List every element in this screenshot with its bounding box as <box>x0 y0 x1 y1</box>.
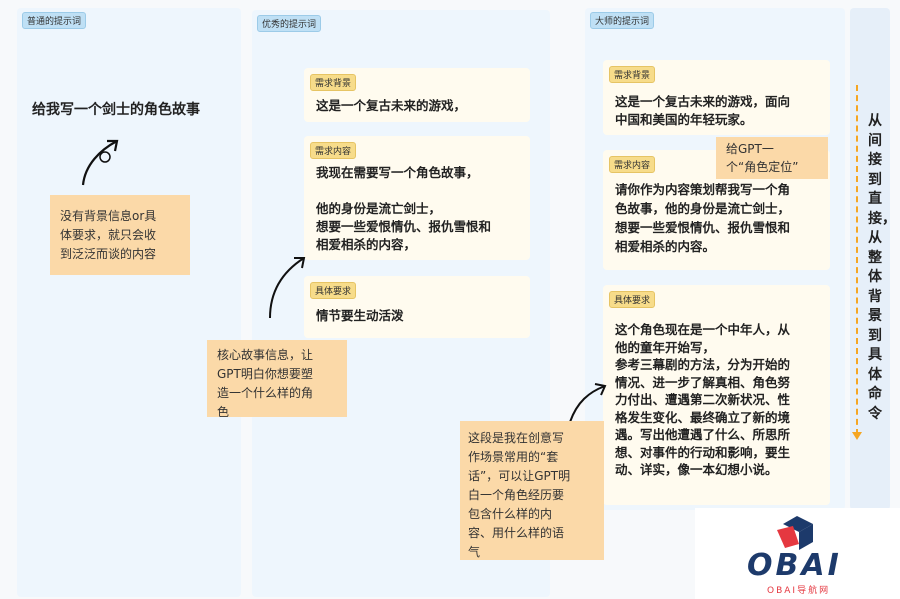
logo-sub: OBAI导航网 <box>767 586 831 596</box>
column-label: 普通的提示词 <box>22 12 87 29</box>
card-content: 需求内容请你作为内容策划帮我写一个角 色故事，他的身份是流亡剑士， 想要一些爱恨… <box>603 150 830 270</box>
direction-label: 从间接到直接，从整体背景到具体命令 <box>868 113 896 422</box>
card-requirement: 具体要求情节要生动活泼 <box>304 276 530 338</box>
card-text: 这是一个复古未来的游戏，面向 中国和美国的年轻玩家。 <box>615 94 791 127</box>
arrow-down-icon <box>852 432 862 440</box>
dashed-arrow <box>856 85 858 435</box>
arrow-icon <box>81 139 119 186</box>
card-text: 这个角色现在是一个中年人，从 他的童年开始写， 参考三幕剧的方法，分为开始的 情… <box>615 322 791 477</box>
card-tag: 需求内容 <box>609 156 656 173</box>
card-text: 我现在需要写一个角色故事， 他的身份是流亡剑士， 想要一些爱恨情仇、报仇雪恨和 … <box>316 165 492 252</box>
card-background: 需求背景这是一个复古未来的游戏， <box>304 68 530 122</box>
annotation-note: 没有背景信息or具 体要求，就只会收 到泛泛而谈的内容 <box>50 195 190 275</box>
card-text: 情节要生动活泼 <box>316 308 404 323</box>
card-tag: 具体要求 <box>310 282 357 299</box>
card-text: 请你作为内容策划帮我写一个角 色故事，他的身份是流亡剑士， 想要一些爱恨情仇、报… <box>615 182 791 254</box>
card-tag: 具体要求 <box>609 291 656 308</box>
card-tag: 需求背景 <box>310 74 357 91</box>
annotation-note: 这段是我在创意写 作场景常用的“套 话”，可以让GPT明 白一个角色经历要 包含… <box>460 421 604 560</box>
column-normal <box>17 8 241 597</box>
card-requirement: 具体要求这个角色现在是一个中年人，从 他的童年开始写， 参考三幕剧的方法，分为开… <box>603 285 830 505</box>
column-label: 优秀的提示词 <box>257 15 322 32</box>
logo: OBAI OBAI导航网 <box>695 508 900 599</box>
cube-icon <box>777 516 813 550</box>
prompt-text: 给我写一个剑士的角色故事 <box>32 102 200 118</box>
annotation-note: 核心故事信息，让 GPT明白你想要塑 造一个什么样的角 色 <box>207 340 347 419</box>
column-label: 大师的提示词 <box>590 12 655 29</box>
card-background: 需求背景这是一个复古未来的游戏，面向 中国和美国的年轻玩家。 <box>603 60 830 135</box>
card-text: 这是一个复古未来的游戏， <box>316 98 467 113</box>
card-tag: 需求内容 <box>310 142 357 159</box>
arrow-icon <box>569 383 607 423</box>
arrow-icon <box>269 257 306 319</box>
card-content: 需求内容我现在需要写一个角色故事， 他的身份是流亡剑士， 想要一些爱恨情仇、报仇… <box>304 136 530 260</box>
logo-main: OBAI <box>747 548 842 583</box>
role-bubble: 给GPT一 个“角色定位” <box>716 137 828 179</box>
card-tag: 需求背景 <box>609 66 656 83</box>
